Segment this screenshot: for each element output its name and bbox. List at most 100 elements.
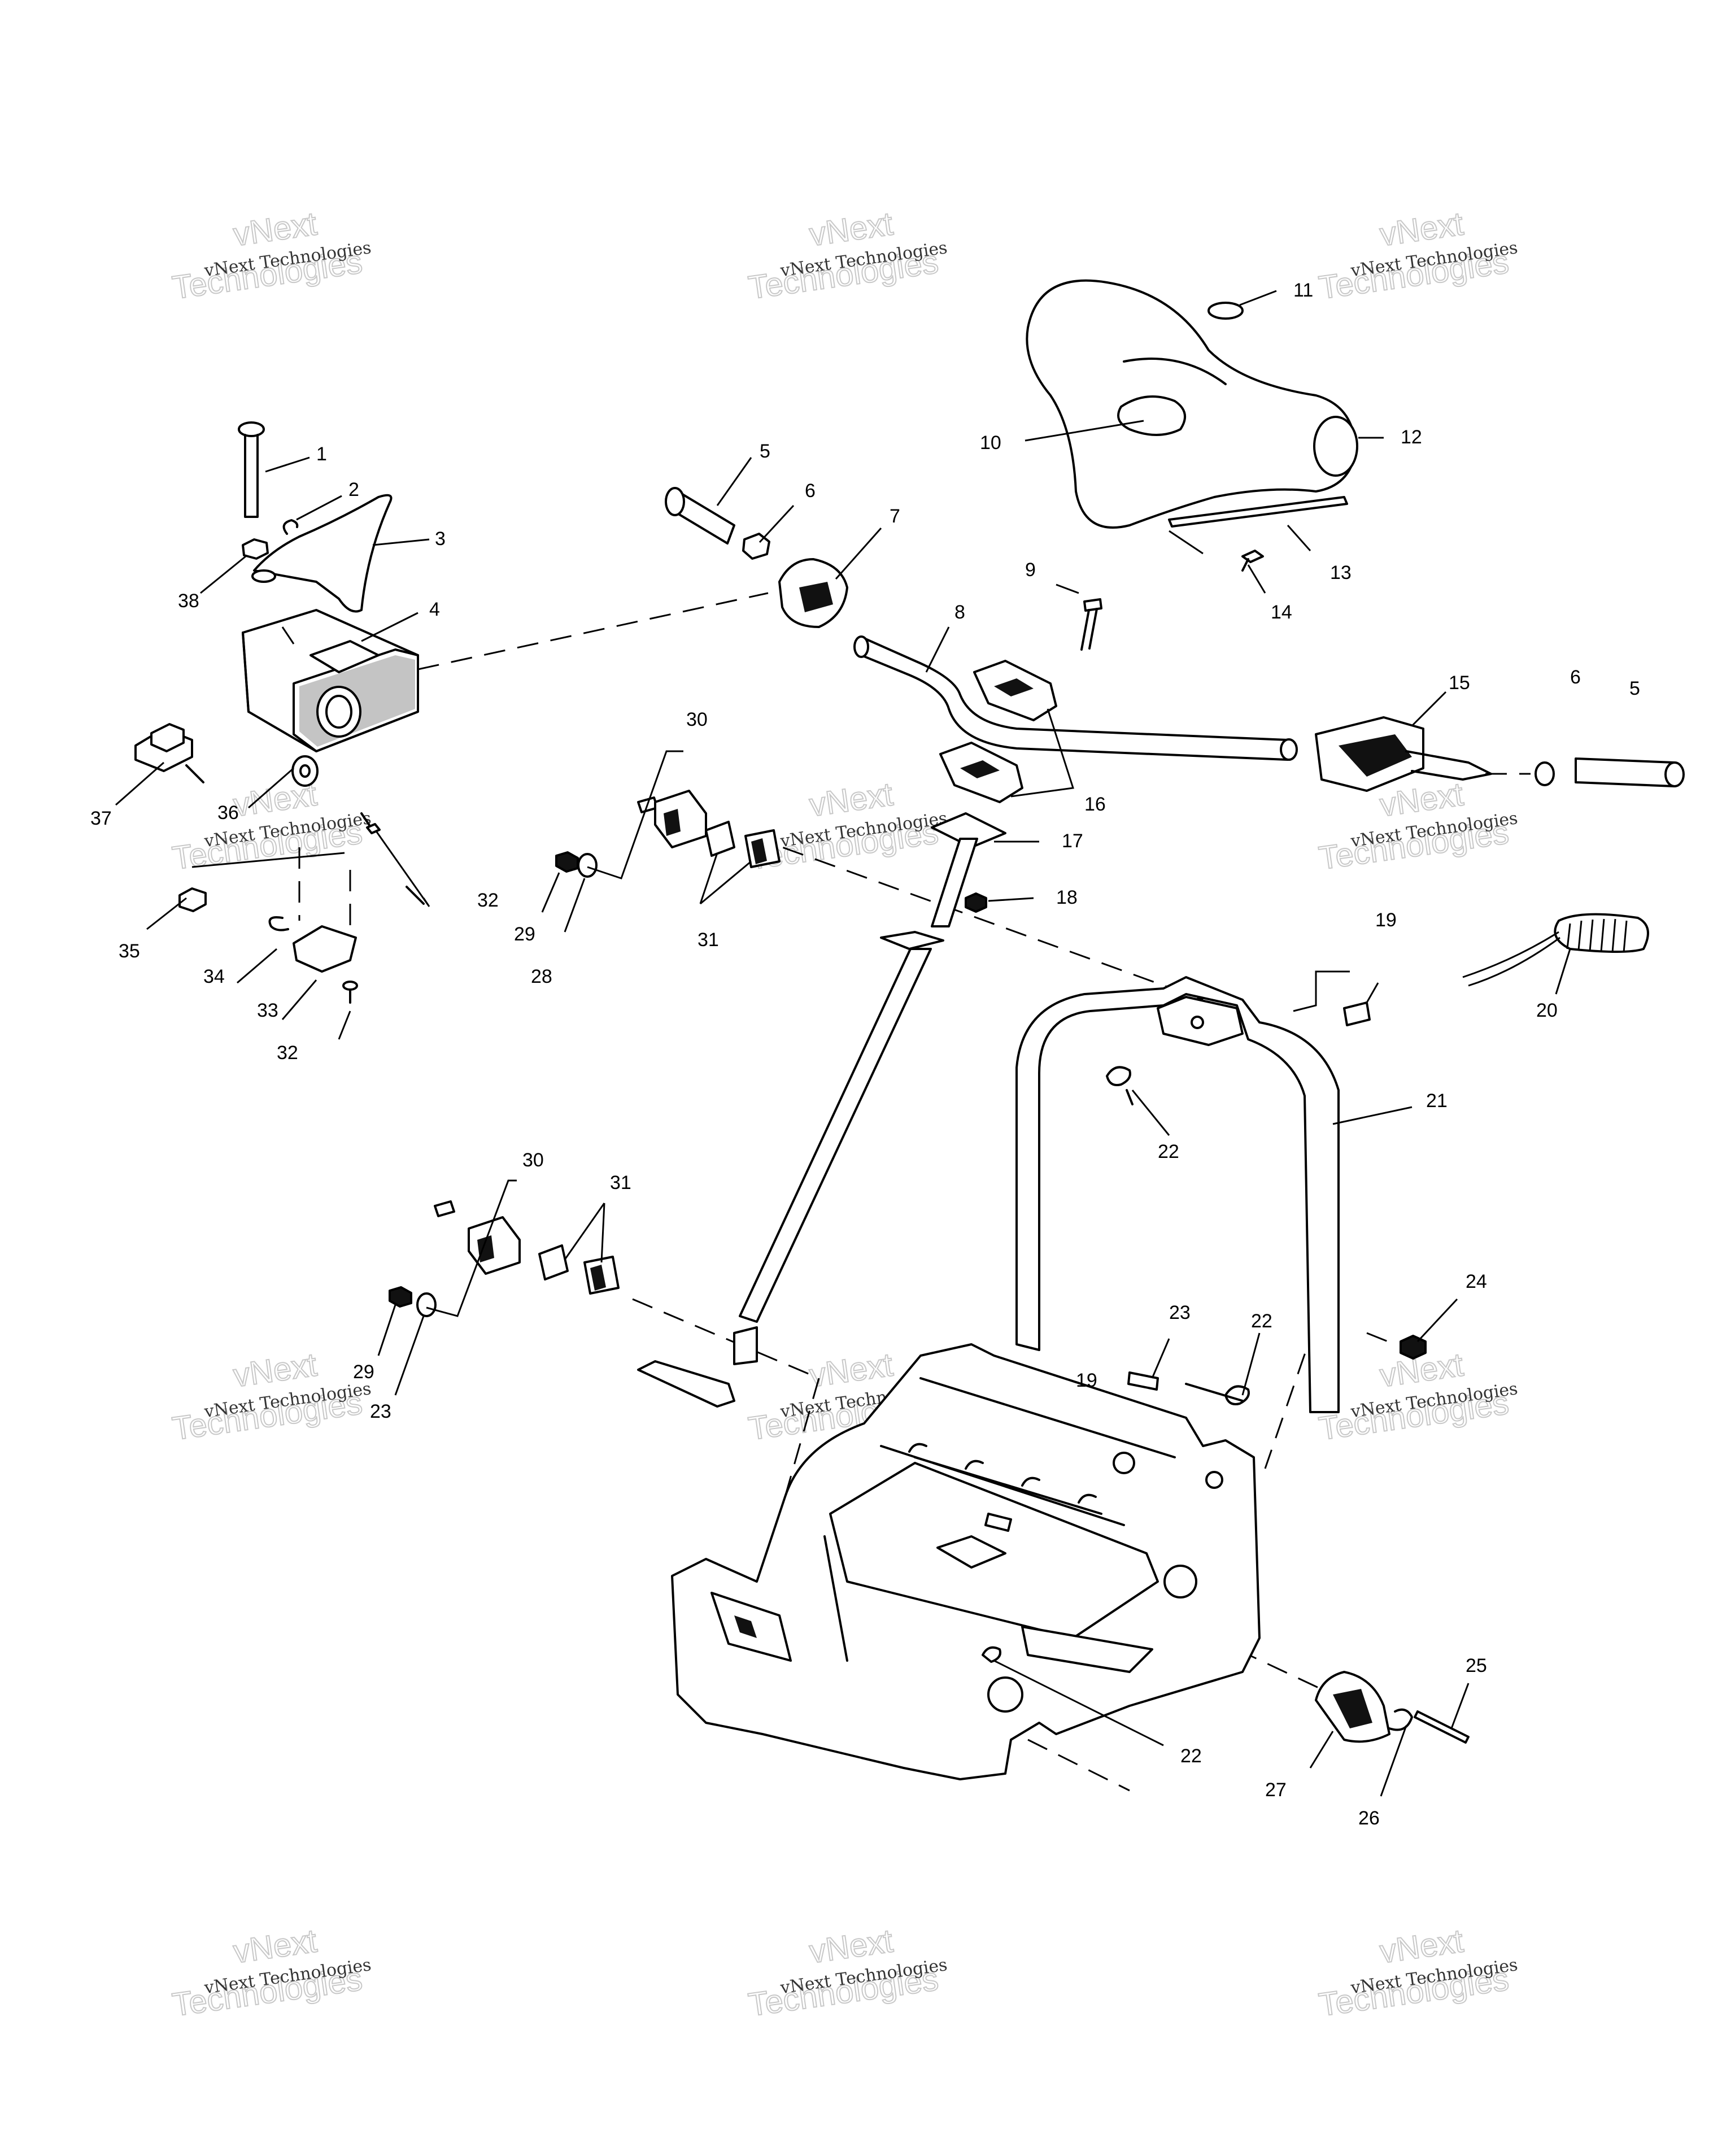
bushing-lower: [389, 1200, 620, 1317]
callout-22: 22: [1158, 1141, 1179, 1162]
leader-6: [758, 504, 795, 543]
leader-28b: [394, 1316, 425, 1396]
callout-29: 29: [514, 924, 535, 945]
callout-3: 3: [435, 528, 446, 550]
leader-13a: [1169, 530, 1204, 555]
housing-line: [281, 626, 295, 644]
leader-11: [1239, 290, 1277, 306]
bulkhead-hole: [1205, 1471, 1223, 1489]
part-grip-5-left: [665, 487, 735, 545]
part-strip-13: [1168, 496, 1348, 528]
part-clip-26: [1388, 1708, 1413, 1731]
watermark: vNext Technologies vNext Technologies: [169, 1922, 372, 2024]
watermark-large-top: vNext: [1377, 1922, 1466, 1970]
bolt-head: [238, 421, 265, 437]
bushing-dark: [590, 1265, 606, 1291]
part-bolt-19: [1343, 1001, 1371, 1026]
part-hoop-21: [1015, 976, 1340, 1413]
bushing-upper: [555, 790, 781, 878]
leader-28: [564, 878, 586, 933]
callout-8: 8: [954, 602, 965, 623]
control-housing-assembly: [134, 421, 425, 1004]
leader-31b: [564, 1203, 605, 1263]
housing-top-slot: [309, 640, 380, 673]
callout-31: 31: [698, 929, 719, 951]
leader-29b: [377, 1304, 396, 1356]
leader-4: [361, 612, 419, 642]
part-harness-20: [1462, 913, 1649, 987]
grip-body: [1575, 757, 1676, 787]
grip-end: [1664, 761, 1685, 787]
part-screw-14: [1241, 550, 1264, 563]
handlebar-pad-assembly: [1026, 279, 1358, 572]
callout-27: 27: [1265, 1779, 1287, 1801]
watermark: vNext Technologies vNext Technologies: [746, 1922, 948, 2024]
part-bolt-23: [1127, 1371, 1159, 1391]
part-nut-18: [965, 892, 987, 913]
leader-31a: [699, 852, 752, 905]
leader-30b: [426, 1179, 517, 1317]
part-pad-12: [1026, 279, 1357, 529]
callout-21: 21: [1426, 1090, 1448, 1112]
harness-wires: [1462, 931, 1560, 987]
leader-29a: [541, 872, 560, 913]
callout-31: 31: [610, 1172, 631, 1194]
handlebar-end: [853, 635, 869, 658]
assembly-line: [784, 1378, 983, 1560]
bolt-shank: [244, 434, 259, 518]
part-eclip-34: [268, 916, 289, 931]
pad-end-opening: [1313, 416, 1358, 477]
leader-9: [1056, 583, 1079, 594]
leader-10: [1025, 420, 1144, 442]
part-bushing-31: [705, 821, 735, 857]
bulkhead-panel-line: [919, 1377, 1176, 1458]
callout-29: 29: [353, 1361, 374, 1383]
part-control-15: [1315, 716, 1492, 792]
callout-2: 2: [348, 479, 359, 500]
leader-24: [1416, 1298, 1458, 1343]
part-decal-11: [1207, 302, 1244, 320]
leader-8: [925, 626, 950, 673]
watermark: vNext Technologies vNext Technologies: [169, 1345, 372, 1448]
switch-button: [150, 723, 185, 752]
leader-21: [1332, 1106, 1413, 1125]
callout-16: 16: [1084, 794, 1106, 815]
callout-11: 11: [1293, 280, 1313, 301]
assembly-line: [1264, 1321, 1317, 1469]
watermark-large-top: vNext: [1377, 205, 1466, 253]
leader-13b: [1287, 525, 1311, 551]
bulkhead-panel-line: [823, 1535, 848, 1662]
leader-15: [1411, 691, 1447, 727]
handlebar-end: [1280, 738, 1298, 761]
leader-32b: [338, 1011, 351, 1040]
leader-19-bracket: [1293, 970, 1350, 1012]
part-washer-28: [577, 853, 598, 878]
assembly-line: [1027, 1739, 1130, 1792]
housing-bore: [316, 686, 361, 738]
leader-7: [835, 528, 882, 580]
callout-32: 32: [277, 1042, 298, 1064]
callout-28: 28: [531, 966, 552, 987]
callout-23: 23: [370, 1401, 391, 1422]
part-rivet-22: [1106, 1066, 1131, 1086]
chassis-bulkhead: [671, 1343, 1261, 1780]
callout-7: 7: [890, 506, 900, 527]
post-collar: [880, 931, 944, 950]
part-nut-29: [389, 1286, 412, 1308]
part-lever-3: [253, 494, 393, 613]
harness-wraps: [1566, 918, 1628, 953]
leader-2: [296, 495, 342, 521]
bulkhead-rivets: [908, 1443, 1097, 1504]
assembly-line: [1366, 1332, 1396, 1345]
bolt-head: [1083, 598, 1102, 612]
leader-23: [1151, 1338, 1170, 1379]
part-pin-25: [1414, 1710, 1470, 1744]
part-nut-24: [1400, 1335, 1427, 1360]
handlebar-assembly: [637, 487, 1685, 1408]
callout-18: 18: [1056, 887, 1078, 908]
part-washer-28: [416, 1292, 437, 1317]
bushing-fitting: [434, 1200, 455, 1217]
watermark: vNext Technologies vNext Technologies: [746, 204, 948, 307]
screw-shank: [1241, 558, 1249, 572]
